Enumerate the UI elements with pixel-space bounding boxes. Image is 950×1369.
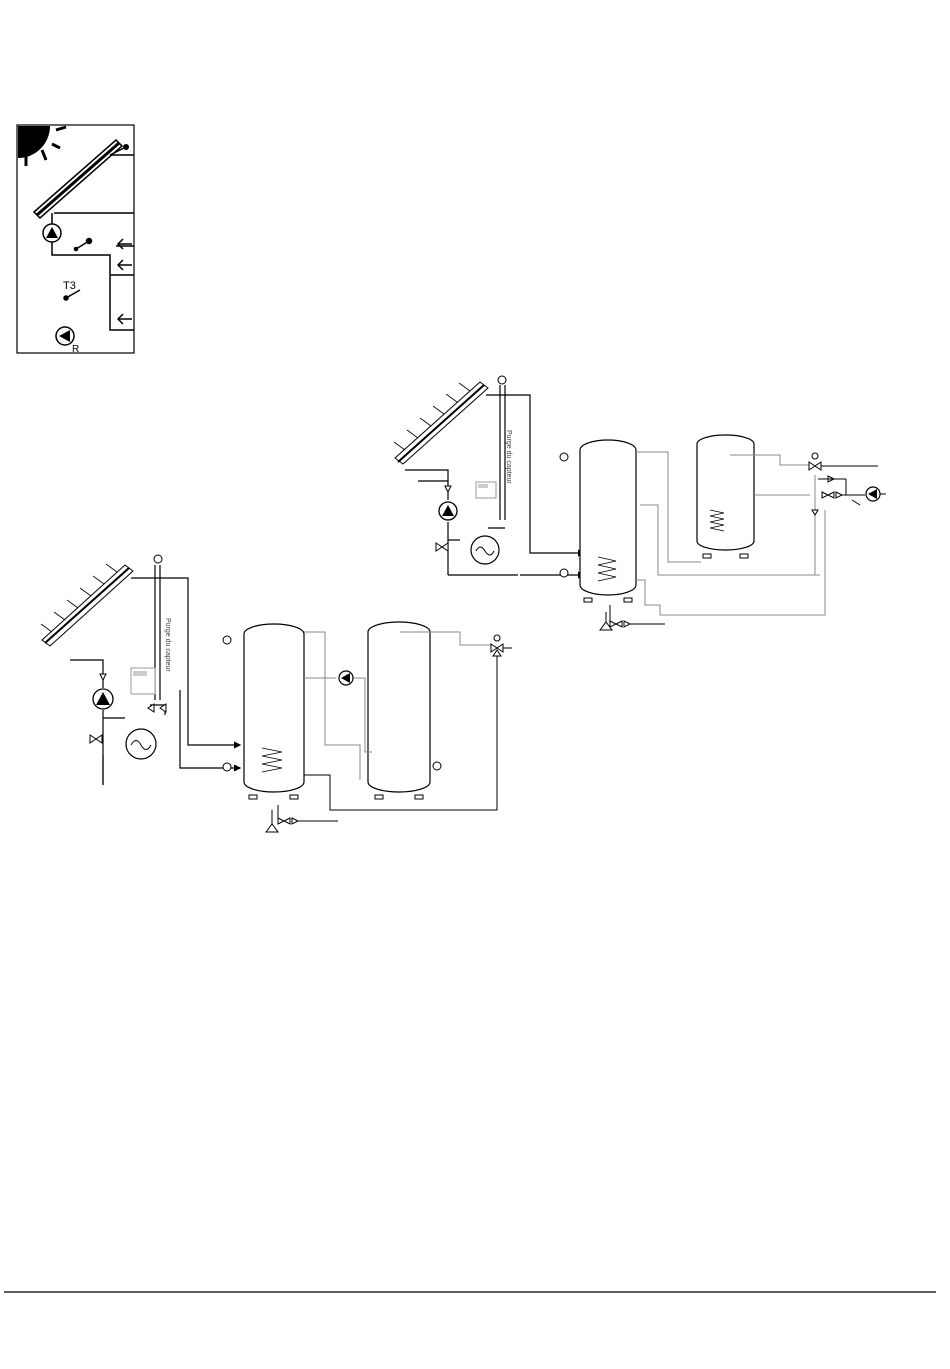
right-valves-top [812,476,865,515]
circulation-pump-bottom-icon [339,671,353,685]
controller-top [476,482,496,498]
valve-top-left [436,543,448,551]
mixing-valve-top [809,453,878,470]
controller-bottom [131,668,155,694]
second-tank-bottom [368,622,441,799]
solar-collector-icon [34,140,129,218]
return-arrow-icon [118,239,132,324]
pump-bottom-icon [93,689,113,709]
pump-r-label: R [72,344,79,355]
check-valve-top [445,486,451,492]
sun-icon [18,126,66,166]
second-tank-top [697,435,754,558]
check-valve-bottom [100,674,106,680]
purge-label-top: Purge du capteur [505,430,512,484]
schematic-bottom: Purge du capteur [41,555,512,832]
pump-top-icon [439,502,457,520]
collector-bottom [41,564,133,646]
icon-pipes [52,155,134,330]
t3-label: T3 [63,280,76,292]
purge-label-bottom: Purge du capteur [164,618,171,672]
valve-bottom-left [90,735,102,743]
safety-group-top [600,605,665,630]
pump-icon [43,224,61,242]
expansion-vessel-bottom [126,729,156,759]
mixing-valve-bottom [491,635,503,656]
sensor-icon [75,239,92,251]
schematic-top: Purge du capteur [394,376,886,630]
solar-tank-top [560,440,636,602]
recirc-pump-top-icon [866,487,886,501]
solar-tank-bottom [223,624,304,799]
air-vent-top [498,376,506,384]
system-icon-box: T3 R [17,125,134,355]
air-vent-bottom [154,555,162,563]
collector-top [394,382,488,464]
recirculation-pump-icon [56,327,74,345]
safety-group-bottom [266,805,338,832]
expansion-vessel-top [471,536,499,564]
